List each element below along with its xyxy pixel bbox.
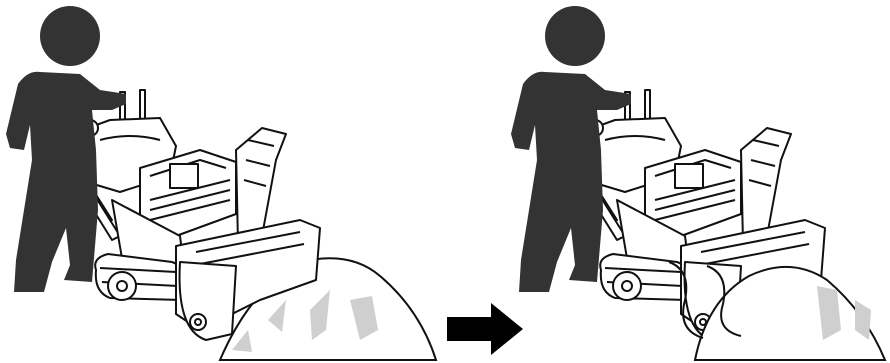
right-arrow-icon xyxy=(447,303,523,355)
panel-before-illustration xyxy=(0,0,445,363)
panel-before xyxy=(0,0,445,363)
